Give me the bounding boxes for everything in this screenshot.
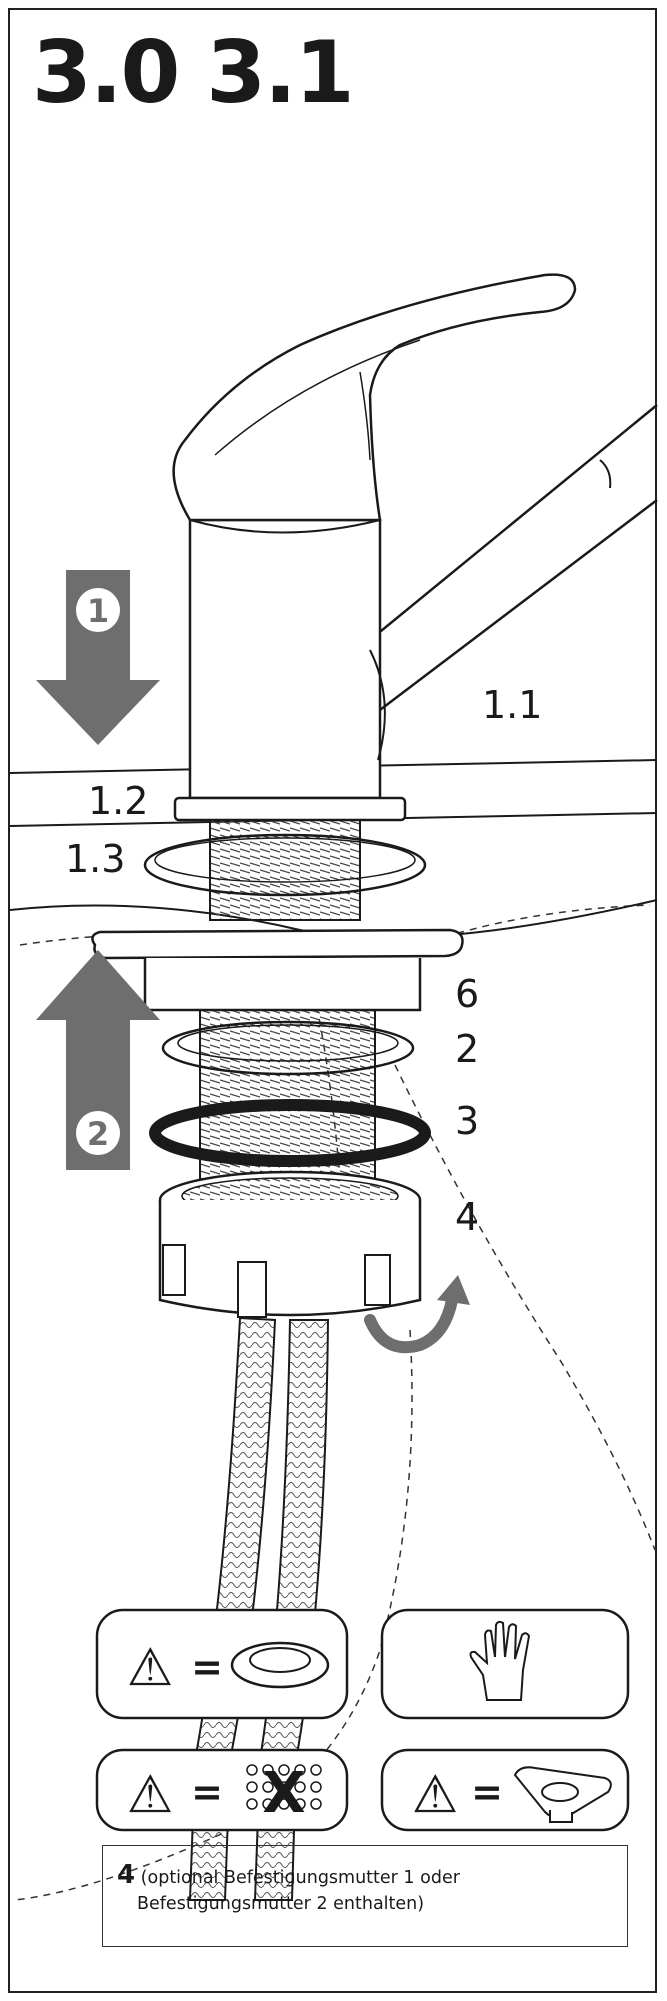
equals-sign: = xyxy=(471,1770,503,1814)
step-title: 3.0 3.1 xyxy=(32,23,355,123)
step-badge-2-circle xyxy=(76,1111,120,1155)
rubber-seal xyxy=(149,1099,431,1167)
label-washer: 2 xyxy=(455,1027,480,1071)
step-badge-1-circle xyxy=(76,588,120,632)
note-box: 4 (optional Befestigungsmutter 1 oder Be… xyxy=(102,1845,628,1947)
label-base-plate: 1.2 xyxy=(88,779,149,823)
arrow-up xyxy=(36,950,160,1170)
note-number: 4 xyxy=(117,1860,136,1890)
cross-icon: X xyxy=(262,1761,305,1826)
label-nut: 4 xyxy=(455,1195,480,1239)
label-lever-body: 1.1 xyxy=(482,683,543,727)
glove-icon xyxy=(469,1620,531,1701)
base-plate xyxy=(173,796,407,822)
step-badge-2: 2 xyxy=(87,1115,109,1153)
faucet-lever xyxy=(172,273,577,522)
spout xyxy=(369,404,658,711)
equals-sign: = xyxy=(191,1770,223,1814)
label-support-plate: 6 xyxy=(455,972,480,1016)
nut xyxy=(158,1200,422,1317)
note-line-2: Befestigungsmutter 2 enthalten) xyxy=(137,1894,425,1915)
warning-icon: ⚠ xyxy=(127,1765,174,1825)
warning-box-washer xyxy=(95,1608,349,1720)
faucet-body xyxy=(188,518,382,800)
base-washer xyxy=(143,833,427,897)
support-plate-icon xyxy=(513,1766,612,1823)
page-frame xyxy=(8,8,657,1993)
note-line-1: (optional Befestigungsmutter 1 oder xyxy=(140,1868,460,1888)
arrow-down xyxy=(36,570,160,745)
sink-bowl-dashed-2 xyxy=(14,1329,413,1901)
washer xyxy=(161,1020,415,1076)
label-base-washer: 1.3 xyxy=(65,837,126,881)
warning-icon: ⚠ xyxy=(412,1765,459,1825)
label-rubber-seal: 3 xyxy=(455,1099,480,1143)
support-plate xyxy=(143,958,422,1012)
sink-bowl-dashed-1 xyxy=(394,1064,656,1551)
rotate-arrow xyxy=(364,1294,458,1354)
warning-icon: ⚠ xyxy=(127,1638,174,1698)
equals-sign: = xyxy=(191,1645,223,1689)
step-badge-1: 1 xyxy=(87,592,109,630)
water-drops-icon xyxy=(246,1764,322,1810)
support-plate-lip xyxy=(91,928,464,960)
